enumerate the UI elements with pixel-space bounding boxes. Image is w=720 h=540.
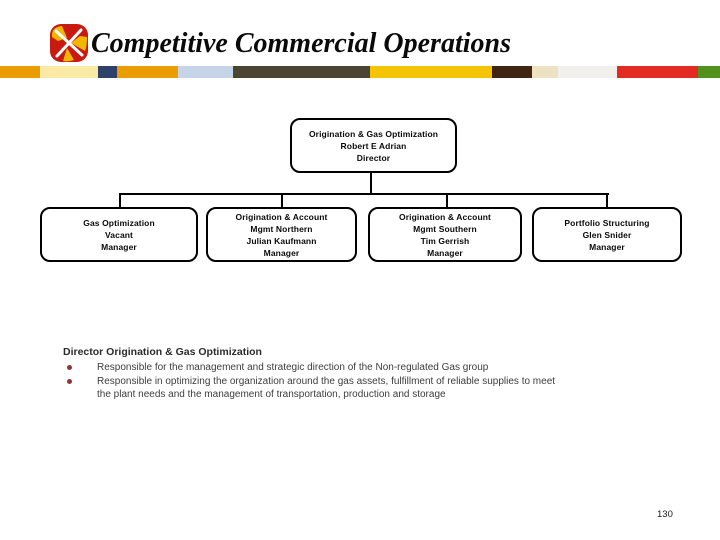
bullet-item: Responsible for the management and strat… [63, 361, 663, 375]
stripe-segment [617, 66, 698, 78]
connector-drop-2 [281, 194, 283, 207]
org-box-line: Manager [263, 247, 300, 258]
org-box-line: Mgmt Northern [250, 223, 313, 234]
org-box-gas-optimization: Gas Optimization Vacant Manager [40, 207, 198, 262]
org-box-line: Tim Gerrish [420, 235, 470, 246]
connector-horizontal [119, 193, 609, 195]
stripe-segment [40, 66, 98, 78]
stripe-segment [178, 66, 233, 78]
stripe-segment [117, 66, 178, 78]
pinwheel-logo-icon [50, 24, 88, 62]
org-box-mgmt-northern: Origination & Account Mgmt Northern Juli… [206, 207, 357, 262]
stripe-segment [558, 66, 617, 78]
org-box-line: Origination & Gas Optimization [308, 128, 439, 139]
bullet-dot-icon [67, 378, 72, 384]
org-box-line: Manager [589, 241, 625, 252]
org-box-director: Origination & Gas Optimization Robert E … [290, 118, 457, 173]
bullet-dot-icon [67, 365, 72, 370]
org-box-portfolio-structuring: Portfolio Structuring Glen Snider Manage… [532, 207, 682, 262]
org-box-line: Director [356, 152, 391, 163]
slide-title: Competitive Commercial Operations [91, 28, 511, 59]
connector-drop-4 [606, 194, 608, 207]
stripe-segment [532, 66, 558, 78]
page-number: 130 [657, 509, 673, 520]
description-block: Director Origination & Gas Optimization … [63, 346, 663, 402]
connector-root-drop [370, 171, 372, 194]
org-box-line: Robert E Adrian [340, 140, 407, 151]
org-box-line: Vacant [104, 229, 133, 240]
org-box-mgmt-southern: Origination & Account Mgmt Southern Tim … [368, 207, 522, 262]
connector-drop-3 [446, 194, 448, 207]
org-box-line: Glen Snider [582, 229, 632, 240]
stripe-segment [98, 66, 117, 78]
stripe-segment [370, 66, 492, 78]
bullet-text-line: Responsible in optimizing the organizati… [97, 375, 556, 387]
org-box-line: Gas Optimization [83, 217, 155, 228]
org-box-line: Manager [101, 241, 137, 252]
org-box-line: Portfolio Structuring [564, 217, 650, 228]
org-box-line: Manager [427, 247, 463, 258]
description-heading: Director Origination & Gas Optimization [63, 346, 262, 358]
stripe-segment [698, 66, 720, 78]
org-box-line: Origination & Account [235, 211, 328, 222]
org-box-line: Mgmt Southern [413, 223, 477, 234]
bullet-text-line: the plant needs and the management of tr… [97, 389, 446, 400]
connector-drop-1 [119, 194, 121, 207]
stripe-segment [492, 66, 532, 78]
org-box-line: Julian Kaufmann [246, 235, 317, 246]
decorative-color-stripe [0, 66, 720, 78]
bullet-text-line: Responsible for the management and strat… [97, 362, 489, 373]
stripe-segment [0, 66, 40, 78]
org-box-line: Origination & Account [399, 211, 491, 222]
bullet-item: Responsible in optimizing the organizati… [63, 375, 663, 402]
stripe-segment [233, 66, 370, 78]
